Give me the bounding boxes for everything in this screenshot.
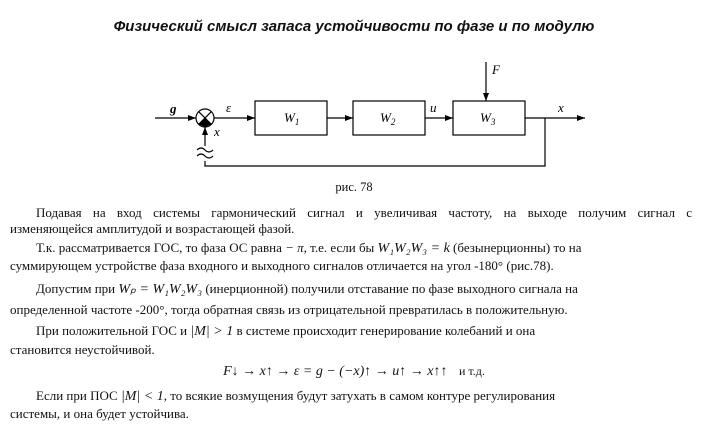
paragraph-2-line-1: Т.к. рассматривается ГОС, то фаза ОС рав… bbox=[36, 240, 582, 256]
feedback-path bbox=[204, 118, 546, 167]
formula-chain: F↓ → x↑ → ε = g − (−x)↑ → u↑ → x↑↑ и т.д… bbox=[223, 364, 485, 379]
feedback-label: x bbox=[213, 124, 220, 139]
paragraph-1-line-1: Подавая на вход системы гармонический си… bbox=[36, 205, 692, 220]
block-w1 bbox=[254, 100, 328, 136]
summing-junction bbox=[195, 108, 215, 128]
block-w2-label: W2 bbox=[380, 110, 396, 127]
error-label: ε bbox=[226, 100, 232, 115]
u-label: u bbox=[430, 100, 437, 115]
paragraph-5-line-2: системы, и она будет устойчива. bbox=[10, 406, 189, 421]
paragraph-1-line-2: изменяющейся амплитудой и возрастающей ф… bbox=[10, 221, 295, 236]
block-w2 bbox=[352, 100, 426, 136]
output-label: x bbox=[557, 100, 564, 115]
block-w3-label: W3 bbox=[480, 110, 496, 127]
paragraph-3-line-1: Допустим при Wₚ = W₁W₂W₃ (инерционной) п… bbox=[36, 281, 578, 297]
block-w3 bbox=[452, 100, 526, 136]
paragraph-3-line-2: определенной частоте -200°, тогда обратн… bbox=[10, 302, 568, 317]
block-w1-label: W1 bbox=[284, 110, 299, 127]
block-diagram: g ε W1 W2 u W3 F x bbox=[155, 62, 585, 167]
paragraph-5-line-1: Если при ПОС |M| < 1, то всякие возмущен… bbox=[36, 388, 556, 404]
paragraph-4-line-1: При положительной ГОС и |M| > 1 в систем… bbox=[36, 323, 536, 339]
figure-caption: рис. 78 bbox=[335, 180, 373, 194]
paragraph-2-line-2: суммирующем устройстве фаза входного и в… bbox=[10, 258, 554, 273]
section-title: Физический смысл запаса устойчивости по … bbox=[113, 18, 595, 35]
disturbance-label: F bbox=[491, 62, 501, 77]
feedback-wave bbox=[196, 147, 214, 159]
paragraph-4-line-2: становится неустойчивой. bbox=[10, 342, 155, 357]
input-label: g bbox=[169, 101, 177, 116]
